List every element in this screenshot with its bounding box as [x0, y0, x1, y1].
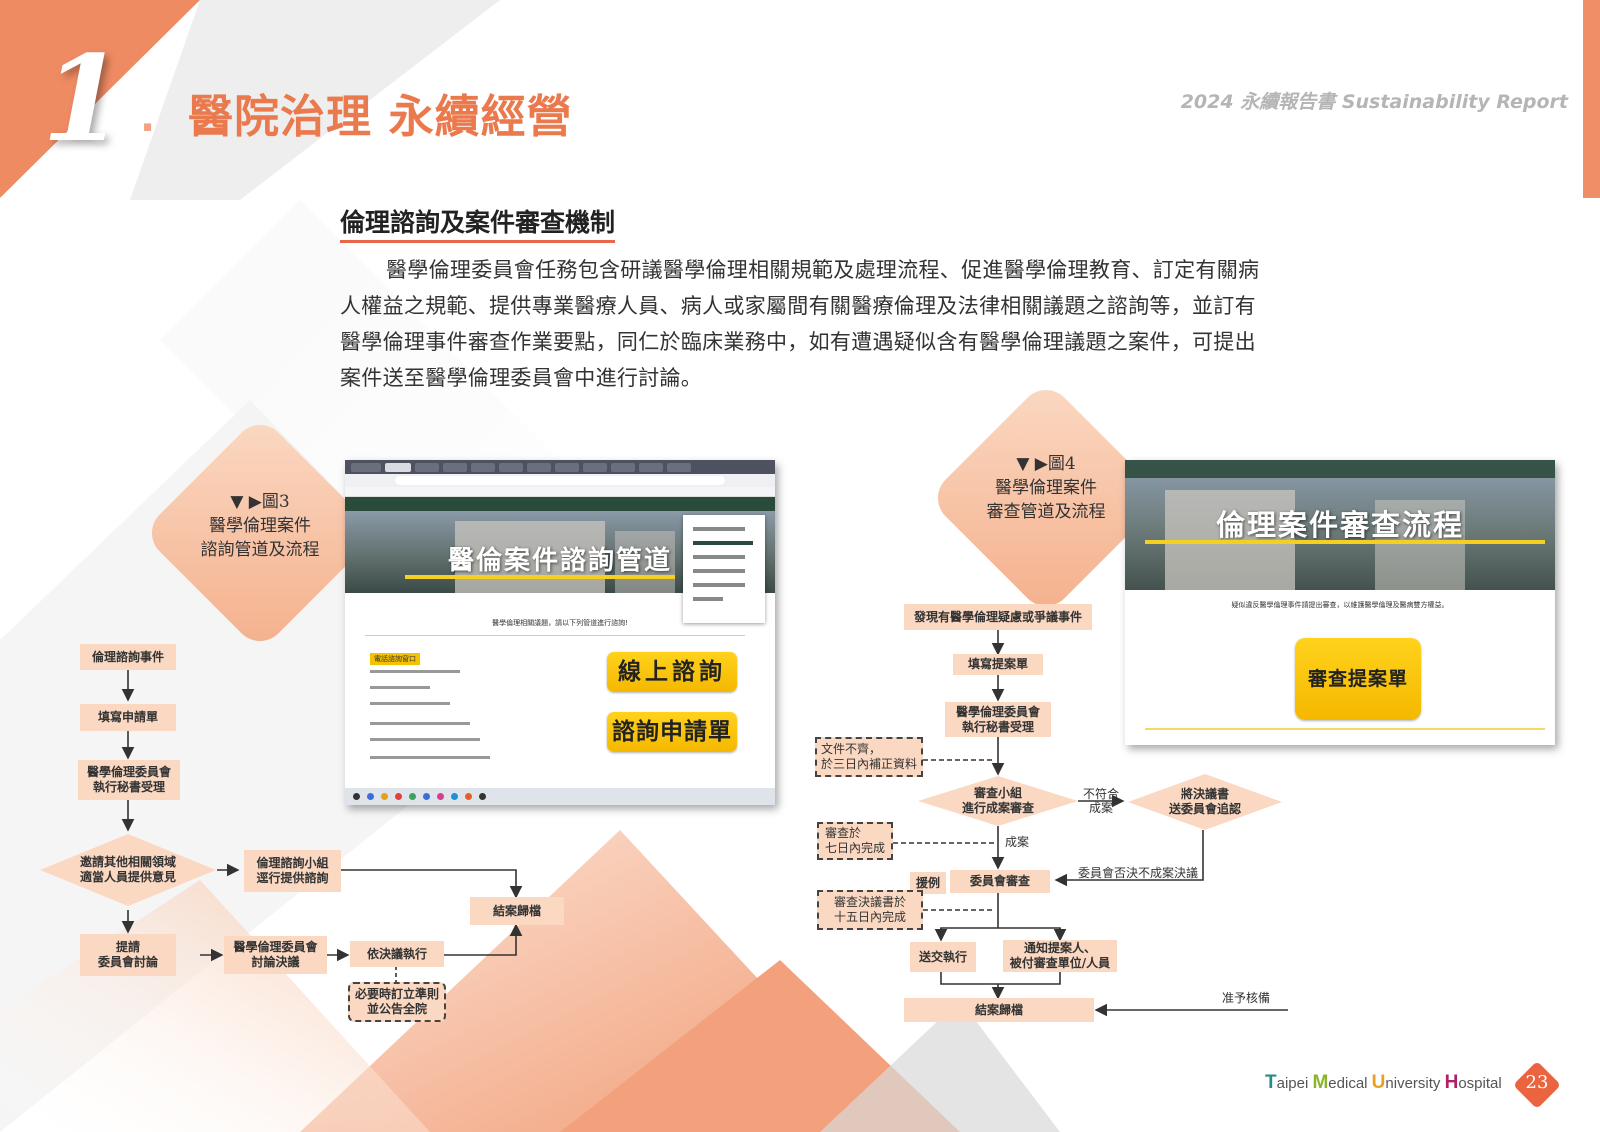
- flow3-execute-resolution: 依決議執行: [350, 941, 444, 967]
- taskbar: [345, 788, 775, 805]
- side-accent-bar: [1583, 0, 1600, 198]
- brand-h-initial: H: [1444, 1072, 1459, 1093]
- brand-m-rest: edical: [1328, 1075, 1372, 1092]
- flow4-precedent: 援例: [910, 872, 946, 894]
- hero-title: 醫倫案件諮詢管道: [447, 546, 672, 576]
- flow4-committee-review: 委員會審查: [950, 870, 1050, 893]
- report-title: 2024 永續報告書 Sustainability Report: [1180, 91, 1568, 113]
- divider: [1145, 728, 1545, 730]
- bookmarks-bar: [345, 487, 775, 497]
- flow4-label-not-qualified: 不符合 成案: [1083, 787, 1120, 815]
- dropdown-menu: [683, 515, 765, 623]
- figure4-title-line1: 醫學倫理案件: [995, 478, 1097, 498]
- review-proposal-button: 審查提案單: [1295, 638, 1421, 720]
- flow4-send-resolution-text: 將決議書 送委員會追認: [1168, 787, 1241, 816]
- brand-u-rest: niversity: [1385, 1075, 1445, 1092]
- divider: [365, 635, 745, 636]
- hero-underline: [1145, 540, 1545, 544]
- flow4-label-approve: 准予核備: [1222, 991, 1271, 1005]
- flow4-label-veto: 委員會否決不成案決議: [1078, 866, 1199, 880]
- site-header: [1125, 460, 1555, 478]
- section-paragraph: 醫學倫理委員會任務包含研議醫學倫理相關規範及處理流程、促進醫學倫理教育、訂定有關…: [340, 258, 1260, 390]
- flow4-secretary-accept: 醫學倫理委員會 執行秘書受理: [945, 702, 1051, 737]
- flow4-notify-parties: 通知提案人、 被付審查單位/人員: [1003, 940, 1117, 972]
- flow4-fill-proposal: 填寫提案單: [953, 654, 1043, 675]
- flow3-invite-experts-text: 邀請其他相關領域 適當人員提供意見: [79, 855, 176, 884]
- flow4-send-execution: 送交執行: [910, 942, 976, 972]
- figure4-number: ▼ ▶圖4: [1016, 454, 1076, 474]
- hero-title: 倫理案件審查流程: [1215, 508, 1464, 542]
- figure3-label: ▼ ▶圖3 醫學倫理案件 諮詢管道及流程: [180, 490, 340, 562]
- brand-t-rest: aipei: [1276, 1075, 1313, 1092]
- figure3-number: ▼ ▶圖3: [230, 492, 290, 512]
- brand-u-initial: U: [1371, 1072, 1386, 1093]
- brand-h-rest: ospital: [1458, 1075, 1502, 1092]
- chapter-dot: .: [140, 95, 156, 141]
- flow4-group-review-text: 審查小組 進行成案審查: [961, 786, 1034, 815]
- footer-brand: Taipei Medical University Hospital: [1265, 1072, 1502, 1094]
- flow4-label-case: 成案: [1005, 835, 1030, 849]
- page-number: 23: [1525, 1072, 1549, 1093]
- flow4-send-resolution: 將決議書 送委員會追認: [1128, 774, 1282, 830]
- figure3-title-line1: 醫學倫理案件: [209, 516, 311, 536]
- consult-form-button: 諮詢申請單: [607, 712, 737, 752]
- flow3-committee-resolution: 醫學倫理委員會 討論決議: [224, 936, 327, 974]
- flow3-consult-event: 倫理諮詢事件: [80, 644, 176, 670]
- flow3-invite-experts: 邀請其他相關領域 適當人員提供意見: [40, 834, 216, 906]
- chapter-number: 1: [42, 29, 125, 168]
- page-subtitle: 醫學倫理相關議題，請以下列管道進行諮詢!: [492, 619, 628, 627]
- online-consult-button: 線上諮詢: [607, 652, 737, 692]
- brand-t-initial: T: [1265, 1072, 1277, 1093]
- flow4-group-review: 審查小組 進行成案審查: [918, 776, 1078, 826]
- flow3-close-file-a: 結案歸檔: [470, 897, 564, 925]
- flow4-note-fifteen-days: 審查決議書於 十五日內完成: [817, 890, 923, 930]
- review-page-screenshot: 倫理案件審查流程 疑似違反醫學倫理事件請提出審查，以維護醫學倫理及醫病雙方權益。…: [1125, 460, 1555, 745]
- flow4-close-file: 結案歸檔: [904, 998, 1094, 1022]
- flow4-note-incomplete-docs: 文件不齊， 於三日內補正資料: [815, 737, 923, 777]
- flow4-discover-issue: 發現有醫學倫理疑慮或爭議事件: [904, 604, 1092, 630]
- flow3-consult-group: 倫理諮詢小組 逕行提供諮詢: [244, 850, 341, 892]
- page-subtitle: 疑似違反醫學倫理事件請提出審查，以維護醫學倫理及醫病雙方權益。: [1231, 601, 1449, 609]
- flow4-note-seven-days: 審查於 七日內完成: [817, 822, 893, 860]
- figure4-title-line2: 審查管道及流程: [986, 502, 1106, 522]
- site-nav-bar: [345, 497, 775, 511]
- flow3-set-guidelines: 必要時訂立準則 並公告全院: [348, 982, 446, 1022]
- phone-window-label: 電話諮詢窗口: [370, 653, 420, 665]
- flow3-secretary-accept: 醫學倫理委員會 執行秘書受理: [78, 760, 180, 800]
- hero-underline: [405, 575, 675, 579]
- browser-tab-bar: [345, 460, 775, 474]
- chapter-title: 醫院治理 永續經營: [188, 90, 573, 143]
- consultation-page-screenshot: 醫倫案件諮詢管道 醫學倫理相關議題，請以下列管道進行諮詢! 電話諮詢窗口 線上諮…: [345, 460, 775, 805]
- flow3-submit-committee: 提請 委員會討論: [80, 934, 176, 976]
- figure4-label: ▼ ▶圖4 醫學倫理案件 審查管道及流程: [965, 452, 1127, 524]
- figure3-title-line2: 諮詢管道及流程: [200, 540, 320, 560]
- flow3-fill-form: 填寫申請單: [80, 704, 176, 731]
- section-title: 倫理諮詢及案件審查機制: [340, 208, 616, 243]
- url-field: [395, 476, 725, 485]
- brand-m-initial: M: [1312, 1072, 1329, 1093]
